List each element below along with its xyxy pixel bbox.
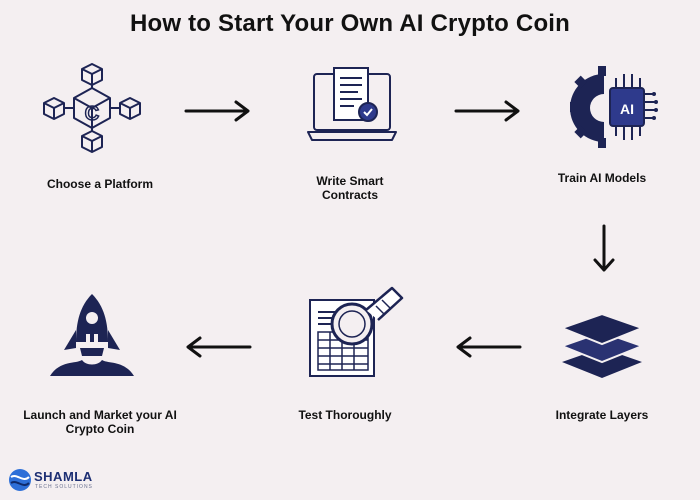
diagram-title: How to Start Your Own AI Crypto Coin (129, 10, 571, 37)
ai-chip-text: AI (620, 101, 634, 117)
step-label-write-contracts: Write Smart Contracts (316, 174, 384, 202)
magnifier-report-icon (309, 286, 404, 377)
brand-logo: SHAMLA TECH SOLUTIONS (8, 466, 104, 496)
arrow-right-icon (184, 100, 250, 122)
arrow-left-icon (186, 336, 252, 358)
arrow-down-icon (593, 224, 615, 272)
step-label-launch-market: Launch and Market your AI Crypto Coin (23, 408, 177, 436)
rocket-icon (50, 294, 134, 376)
step-label-choose-platform: Choose a Platform (46, 177, 154, 191)
step-label-train-ai: Train AI Models (557, 171, 647, 185)
globe-logo-icon (9, 469, 31, 491)
step-label-test-thoroughly: Test Thoroughly (298, 408, 392, 422)
layers-icon (560, 312, 644, 378)
laptop-contract-icon (307, 67, 397, 141)
arrow-right-icon (454, 100, 520, 122)
svg-text:C: C (85, 103, 99, 125)
blockchain-coin-icon: C (43, 63, 141, 153)
arrow-left-icon (456, 336, 522, 358)
step-label-integrate-layers: Integrate Layers (555, 408, 649, 422)
brand-name: SHAMLA (34, 469, 93, 484)
brand-tagline: TECH SOLUTIONS (35, 484, 93, 490)
ai-gear-chip-icon: AI (570, 66, 658, 148)
